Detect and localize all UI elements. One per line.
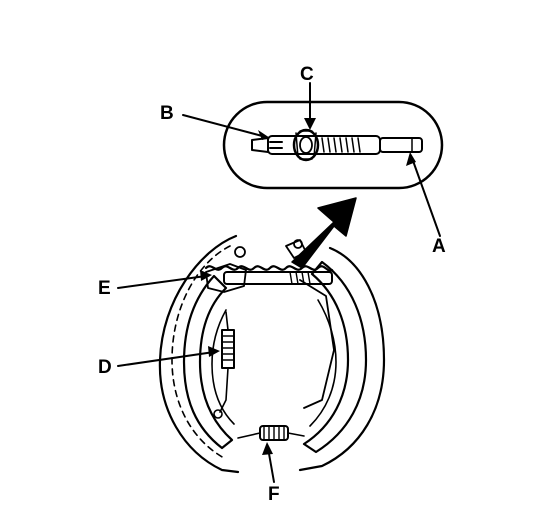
label-d: D [98,357,112,378]
inset-frame [222,100,444,190]
label-c: C [300,64,314,85]
label-f: F [268,484,280,505]
adjuster-detail-inset [222,100,444,190]
brake-shoe-right [302,260,368,454]
detail-arrow [291,197,357,269]
lower-return-spring [237,425,305,441]
label-a: A [432,236,446,257]
brake-shoe-left [182,274,234,450]
brake-assembly [158,234,386,474]
label-e: E [98,278,111,299]
adjuster-wheel [292,128,320,162]
upper-return-spring [204,265,334,272]
label-b: B [160,103,174,124]
parking-brake-lever [299,279,335,409]
side-spring [221,329,235,369]
callout-leaders [117,82,441,483]
adjuster-rod-installed [223,271,333,285]
adjuster-rod [251,135,423,155]
